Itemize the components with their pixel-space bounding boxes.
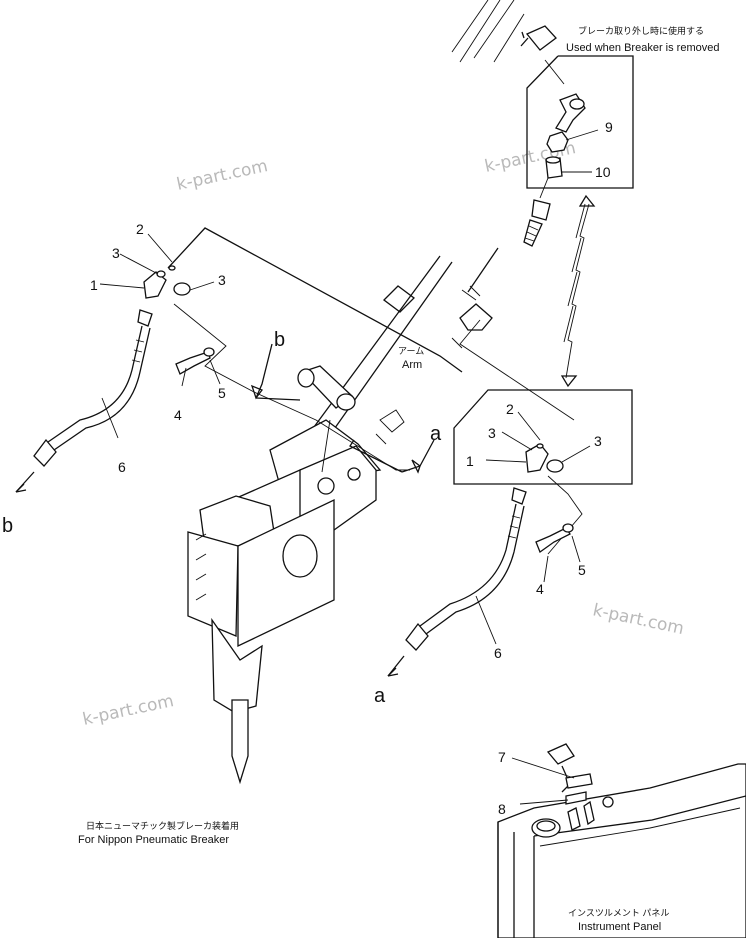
- part-label-3a-left: 3: [112, 245, 120, 261]
- ref-b-hose: b: [2, 515, 13, 537]
- right-hose-assembly: 2 3 1 3 4 5 6 a a アーム Arm: [349, 319, 633, 707]
- watermark-3: k-part.com: [591, 600, 686, 639]
- part-label-3a-right: 3: [488, 425, 496, 441]
- caption-nippon-en: For Nippon Pneumatic Breaker: [78, 834, 229, 846]
- caption-panel-en: Instrument Panel: [578, 921, 661, 933]
- caption-arm-jp: アーム: [398, 346, 424, 356]
- part-label-2-right: 2: [506, 401, 514, 417]
- caption-arm-en: Arm: [402, 359, 422, 371]
- part-label-3b-left: 3: [218, 272, 226, 288]
- ref-a-pin: a: [430, 423, 442, 445]
- part-label-5-right: 5: [578, 562, 586, 578]
- left-hose-assembly: 2 3 1 3 4 5 6 b b: [2, 221, 463, 537]
- spiral-link: [560, 194, 596, 388]
- breaker-body: [187, 419, 382, 785]
- watermark-4: k-part.com: [81, 691, 176, 730]
- part-label-10: 10: [595, 164, 611, 180]
- caption-breaker-removed-en: Used when Breaker is removed: [566, 42, 719, 54]
- caption-nippon-jp: 日本ニューマチック製ブレーカ装着用: [86, 820, 239, 831]
- part-label-6-left: 6: [118, 459, 126, 475]
- ref-b-pin: b: [274, 329, 285, 351]
- arm-structure: [297, 247, 499, 453]
- part-label-1-left: 1: [90, 277, 98, 293]
- caption-breaker-removed-jp: ブレーカ取り外し時に使用する: [578, 25, 704, 36]
- part-label-5-left: 5: [218, 385, 226, 401]
- part-label-9: 9: [605, 119, 613, 135]
- part-label-6-right: 6: [494, 645, 502, 661]
- part-label-1-right: 1: [466, 453, 474, 469]
- instrument-panel-assembly: 7 8 インスツルメント パネル Instrument Panel: [497, 743, 746, 938]
- part-label-7: 7: [498, 749, 506, 765]
- breaker-removed-assembly: 9 10 ブレーカ取り外し時に使用する Used when Breaker is…: [451, 0, 719, 247]
- ref-a-hose: a: [374, 685, 386, 707]
- part-label-3b-right: 3: [594, 433, 602, 449]
- part-label-8: 8: [498, 801, 506, 817]
- part-label-2-left: 2: [136, 221, 144, 237]
- watermark-1: k-part.com: [175, 156, 270, 195]
- part-label-4-right: 4: [536, 581, 544, 597]
- part-label-4-left: 4: [174, 407, 182, 423]
- caption-panel-jp: インスツルメント パネル: [568, 908, 669, 918]
